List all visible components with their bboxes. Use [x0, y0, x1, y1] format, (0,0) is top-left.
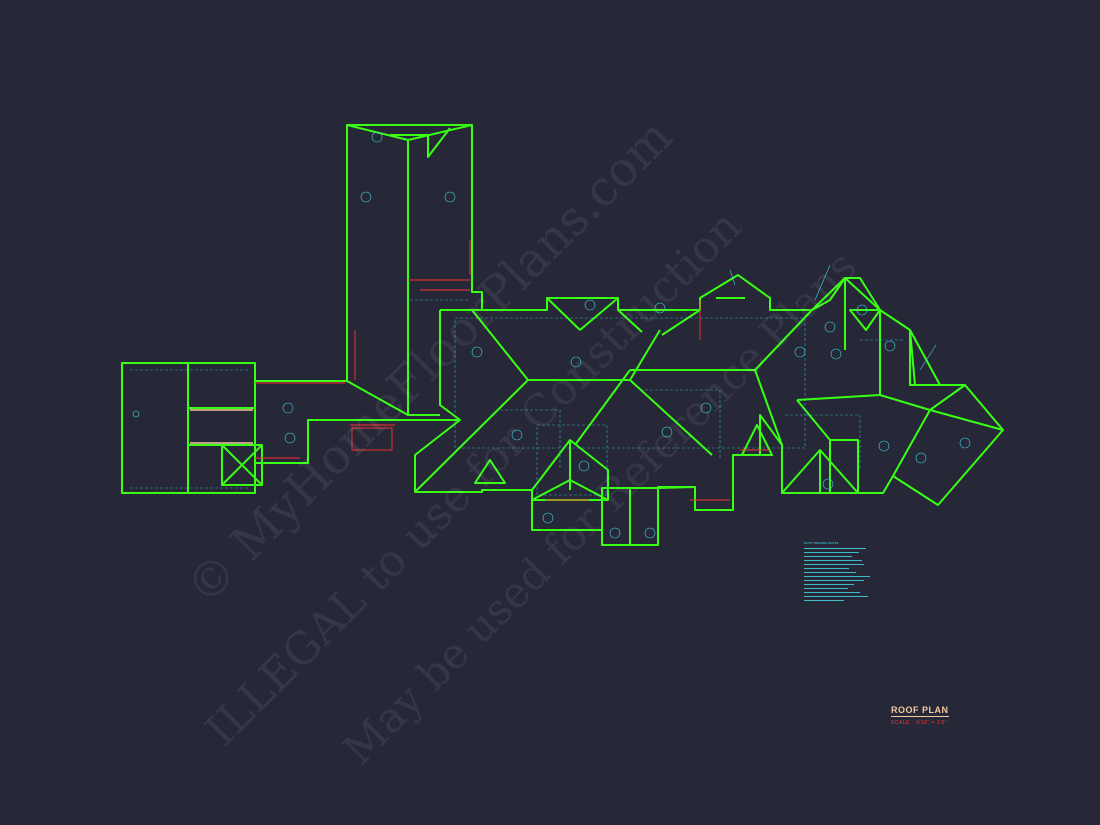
plan-scale: SCALE : 3/16" = 1'0" [891, 720, 948, 726]
note-line [804, 588, 848, 589]
note-line [804, 560, 862, 561]
red-callouts [255, 240, 770, 501]
note-line [804, 576, 870, 577]
note-line [804, 556, 852, 557]
note-line [804, 552, 859, 553]
wall-lines [130, 299, 905, 496]
plan-title: ROOF PLAN [891, 705, 949, 717]
notes-title: ROOF FRAMING NOTES: [804, 541, 840, 545]
note-line [804, 596, 868, 597]
tan-marks [190, 409, 253, 444]
note-line [804, 592, 860, 593]
note-line [804, 580, 864, 581]
roof-outline [121, 124, 1004, 546]
note-line [804, 568, 849, 569]
slope-tags [132, 131, 971, 539]
note-line [804, 584, 854, 585]
notes-lines [804, 548, 874, 601]
roof-framing-notes: ROOF FRAMING NOTES: [804, 541, 874, 604]
title-block: ROOF PLAN SCALE : 3/16" = 1'0" [891, 698, 1011, 726]
note-line [804, 600, 844, 601]
note-line [804, 572, 856, 573]
note-line [804, 564, 864, 565]
leader-lines [729, 264, 937, 371]
note-line [804, 548, 866, 549]
